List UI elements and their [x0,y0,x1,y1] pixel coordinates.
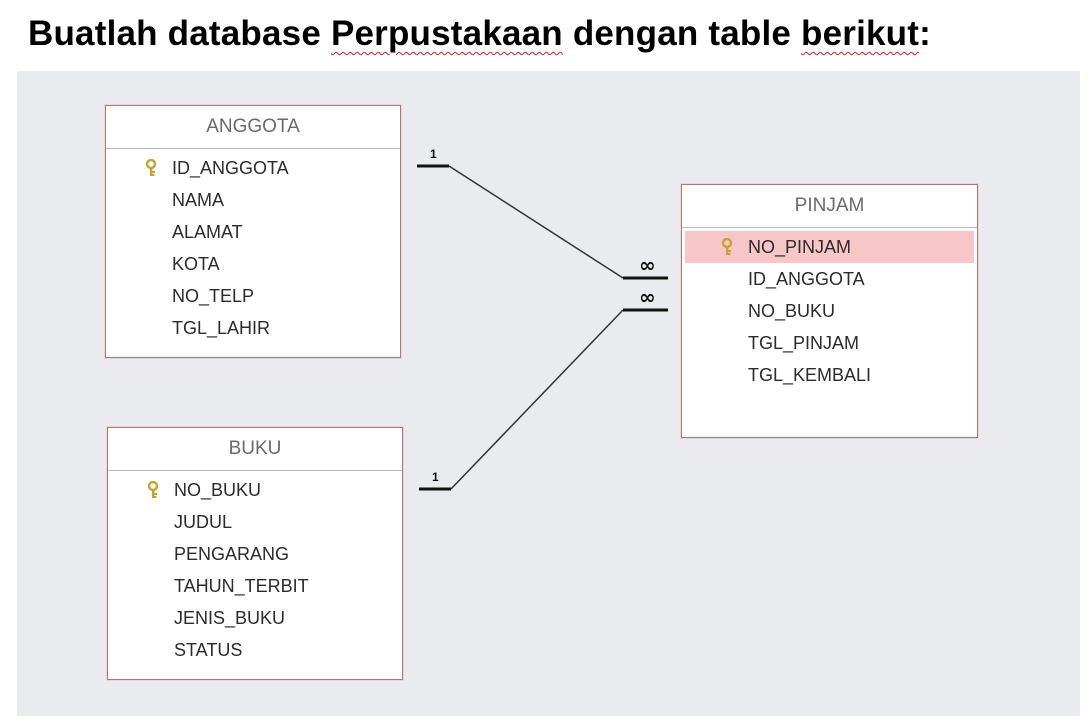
field-label: ID_ANGGOTA [172,158,289,178]
field-label: TAHUN_TERBIT [174,576,309,596]
field-no-buku[interactable]: NO_BUKU [108,474,402,506]
field-no-telp[interactable]: NO_TELP [106,280,400,312]
relationship-lines: 1 ∞ 1 ∞ [417,147,668,491]
field-label: ID_ANGGOTA [748,269,865,289]
relationship-line [450,309,624,490]
field-alamat[interactable]: ALAMAT [106,216,400,248]
field-label: ALAMAT [172,222,243,242]
field-tgl-kembali[interactable]: TGL_KEMBALI [682,359,977,391]
field-label: TGL_KEMBALI [748,365,872,385]
field-label: NO_BUKU [174,480,262,500]
field-tgl-pinjam[interactable]: TGL_PINJAM [682,327,977,359]
title-word-perpustakaan: Perpustakaan [330,14,563,53]
cardinality-many-label: ∞ [639,285,656,309]
field-label: NO_PINJAM [748,237,852,257]
title-colon: : [919,14,931,53]
field-jenis-buku[interactable]: JENIS_BUKU [108,602,402,634]
field-label: TGL_PINJAM [748,333,860,353]
field-label: PENGARANG [174,544,290,564]
field-label: NO_BUKU [748,301,836,321]
relationship-canvas: ANGGOTA ID_ANGGOTA NAMA ALAMAT KOTA NO_T… [17,71,1080,716]
field-label: NAMA [172,190,225,210]
field-label: STATUS [174,640,243,660]
field-pengarang[interactable]: PENGARANG [108,538,402,570]
table-buku-title: BUKU [108,428,402,471]
relationship-buku-pinjam[interactable]: 1 ∞ [419,285,668,491]
field-no-buku[interactable]: NO_BUKU [682,295,977,327]
field-label: JENIS_BUKU [174,608,286,628]
relationship-anggota-pinjam[interactable]: 1 ∞ [417,147,668,280]
field-status[interactable]: STATUS [108,634,402,666]
relationship-line [448,165,624,279]
key-icon [145,159,157,176]
field-judul[interactable]: JUDUL [108,506,402,538]
table-anggota-title: ANGGOTA [106,106,400,149]
field-tahun-terbit[interactable]: TAHUN_TERBIT [108,570,402,602]
cardinality-one-label: 1 [432,470,439,484]
table-pinjam[interactable]: PINJAM NO_PINJAM ID_ANGGOTA NO_BUKU TGL_… [681,184,978,438]
table-buku[interactable]: BUKU NO_BUKU JUDUL PENGARANG TAHUN_TERBI… [107,427,403,680]
table-pinjam-title: PINJAM [682,185,977,228]
title-text: Buatlah database [28,14,331,53]
title-text: dengan table [562,14,802,53]
key-icon [721,238,733,255]
field-tgl-lahir[interactable]: TGL_LAHIR [106,312,400,344]
field-label: TGL_LAHIR [172,318,271,338]
page-title: Buatlah database Perpustakaan dengan tab… [28,14,931,54]
title-word-berikut: berikut [801,14,920,53]
table-anggota[interactable]: ANGGOTA ID_ANGGOTA NAMA ALAMAT KOTA NO_T… [105,105,401,358]
field-label: JUDUL [174,512,233,532]
field-nama[interactable]: NAMA [106,184,400,216]
field-no-pinjam[interactable]: NO_PINJAM [685,231,974,263]
field-id-anggota[interactable]: ID_ANGGOTA [682,263,977,295]
field-kota[interactable]: KOTA [106,248,400,280]
key-icon [147,481,159,498]
field-label: KOTA [172,254,220,274]
field-label: NO_TELP [172,286,255,306]
cardinality-many-label: ∞ [639,253,656,277]
field-id-anggota[interactable]: ID_ANGGOTA [106,152,400,184]
cardinality-one-label: 1 [430,147,437,161]
